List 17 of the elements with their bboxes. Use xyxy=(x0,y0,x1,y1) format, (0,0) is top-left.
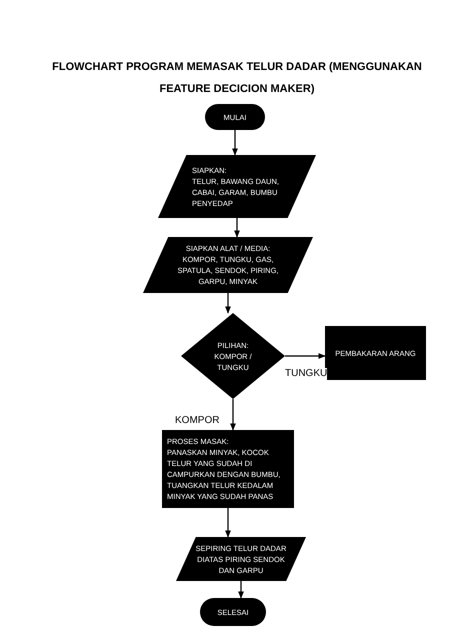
edge-label: TUNGKU xyxy=(285,368,328,380)
arrow xyxy=(285,353,326,359)
input-output-parallelogram xyxy=(143,237,313,293)
terminal-shape xyxy=(200,598,266,626)
decision-diamond xyxy=(181,313,285,399)
process-box xyxy=(162,430,294,508)
input-output-parallelogram xyxy=(176,537,306,581)
arrow xyxy=(238,581,244,599)
input-output-parallelogram xyxy=(158,155,316,218)
arrow xyxy=(234,218,240,238)
terminal-shape xyxy=(205,104,265,130)
arrow xyxy=(225,293,231,314)
arrow xyxy=(232,130,238,156)
process-box xyxy=(325,326,426,380)
arrow xyxy=(230,399,236,431)
arrow xyxy=(225,508,231,538)
diagram-title: FLOWCHART PROGRAM MEMASAK TELUR DADAR (MENGGUNAKAN FEATURE DECICION MAKER) xyxy=(51,60,423,97)
